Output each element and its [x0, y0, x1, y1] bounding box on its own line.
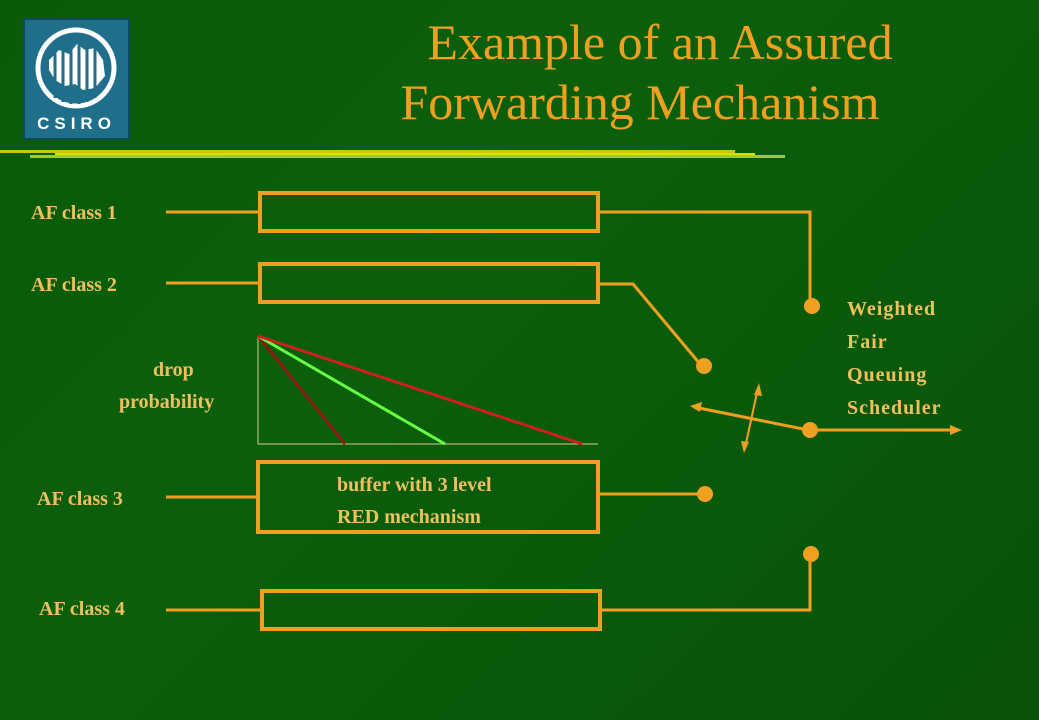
- af-class-4-queue: [260, 589, 602, 631]
- af-class-3-label: AF class 3: [37, 488, 123, 510]
- title-line-2: Forwarding Mechanism: [400, 74, 880, 130]
- drop-label: drop: [153, 359, 194, 381]
- rotation-arrow-line: [744, 387, 759, 449]
- af-class-3-switch-contact: [697, 486, 713, 502]
- buffer-label-line-1: buffer with 3 level: [337, 474, 492, 496]
- scheduler-output-arrowhead: [950, 425, 962, 435]
- csiro-logo: CSIRO: [23, 18, 130, 140]
- scheduler-label-line-3: Queuing: [847, 364, 928, 386]
- af-class-2-switch-contact: [696, 358, 712, 374]
- buffer-label-line-2: RED mechanism: [337, 506, 481, 528]
- scheduler-label-line-4: Scheduler: [847, 397, 942, 419]
- title-underline: [0, 150, 735, 153]
- af-class-2-output-line: [598, 282, 702, 365]
- af-class-4-switch-contact: [803, 546, 819, 562]
- af-class-1-switch-contact: [804, 298, 820, 314]
- af-class-2-label: AF class 2: [31, 274, 117, 296]
- scheduler-label: Weighted Fair Queuing Scheduler: [847, 293, 942, 425]
- af-class-4-label: AF class 4: [39, 598, 125, 620]
- af-class-3-queue: [256, 460, 600, 534]
- drop-curve-red: [257, 334, 583, 446]
- logo-text: CSIRO: [37, 114, 116, 133]
- title-line-1: Example of an Assured: [427, 14, 893, 70]
- australia-globe-icon: [35, 27, 117, 109]
- scheduler-label-line-1: Weighted: [847, 298, 937, 320]
- af-class-2-queue: [258, 262, 600, 304]
- drop-curve-green: [257, 334, 446, 446]
- drop-curve-dark-red: [256, 335, 347, 445]
- switch-arm-arrowhead: [690, 402, 702, 412]
- rotation-arrow-head-up: [754, 383, 762, 396]
- probability-label: probability: [119, 391, 215, 413]
- title-underline-highlight: [55, 153, 755, 155]
- af-class-4-output-line: [600, 556, 812, 612]
- rotation-arrow-head-down: [741, 441, 749, 453]
- scheduler-label-line-2: Fair: [847, 331, 888, 353]
- af-class-1-output-line: [598, 210, 812, 305]
- af-class-1-label: AF class 1: [31, 202, 117, 224]
- af-class-1-queue: [258, 191, 600, 233]
- page-title: Example of an Assured Forwarding Mechani…: [300, 12, 980, 132]
- title-underline-accent: [30, 155, 785, 158]
